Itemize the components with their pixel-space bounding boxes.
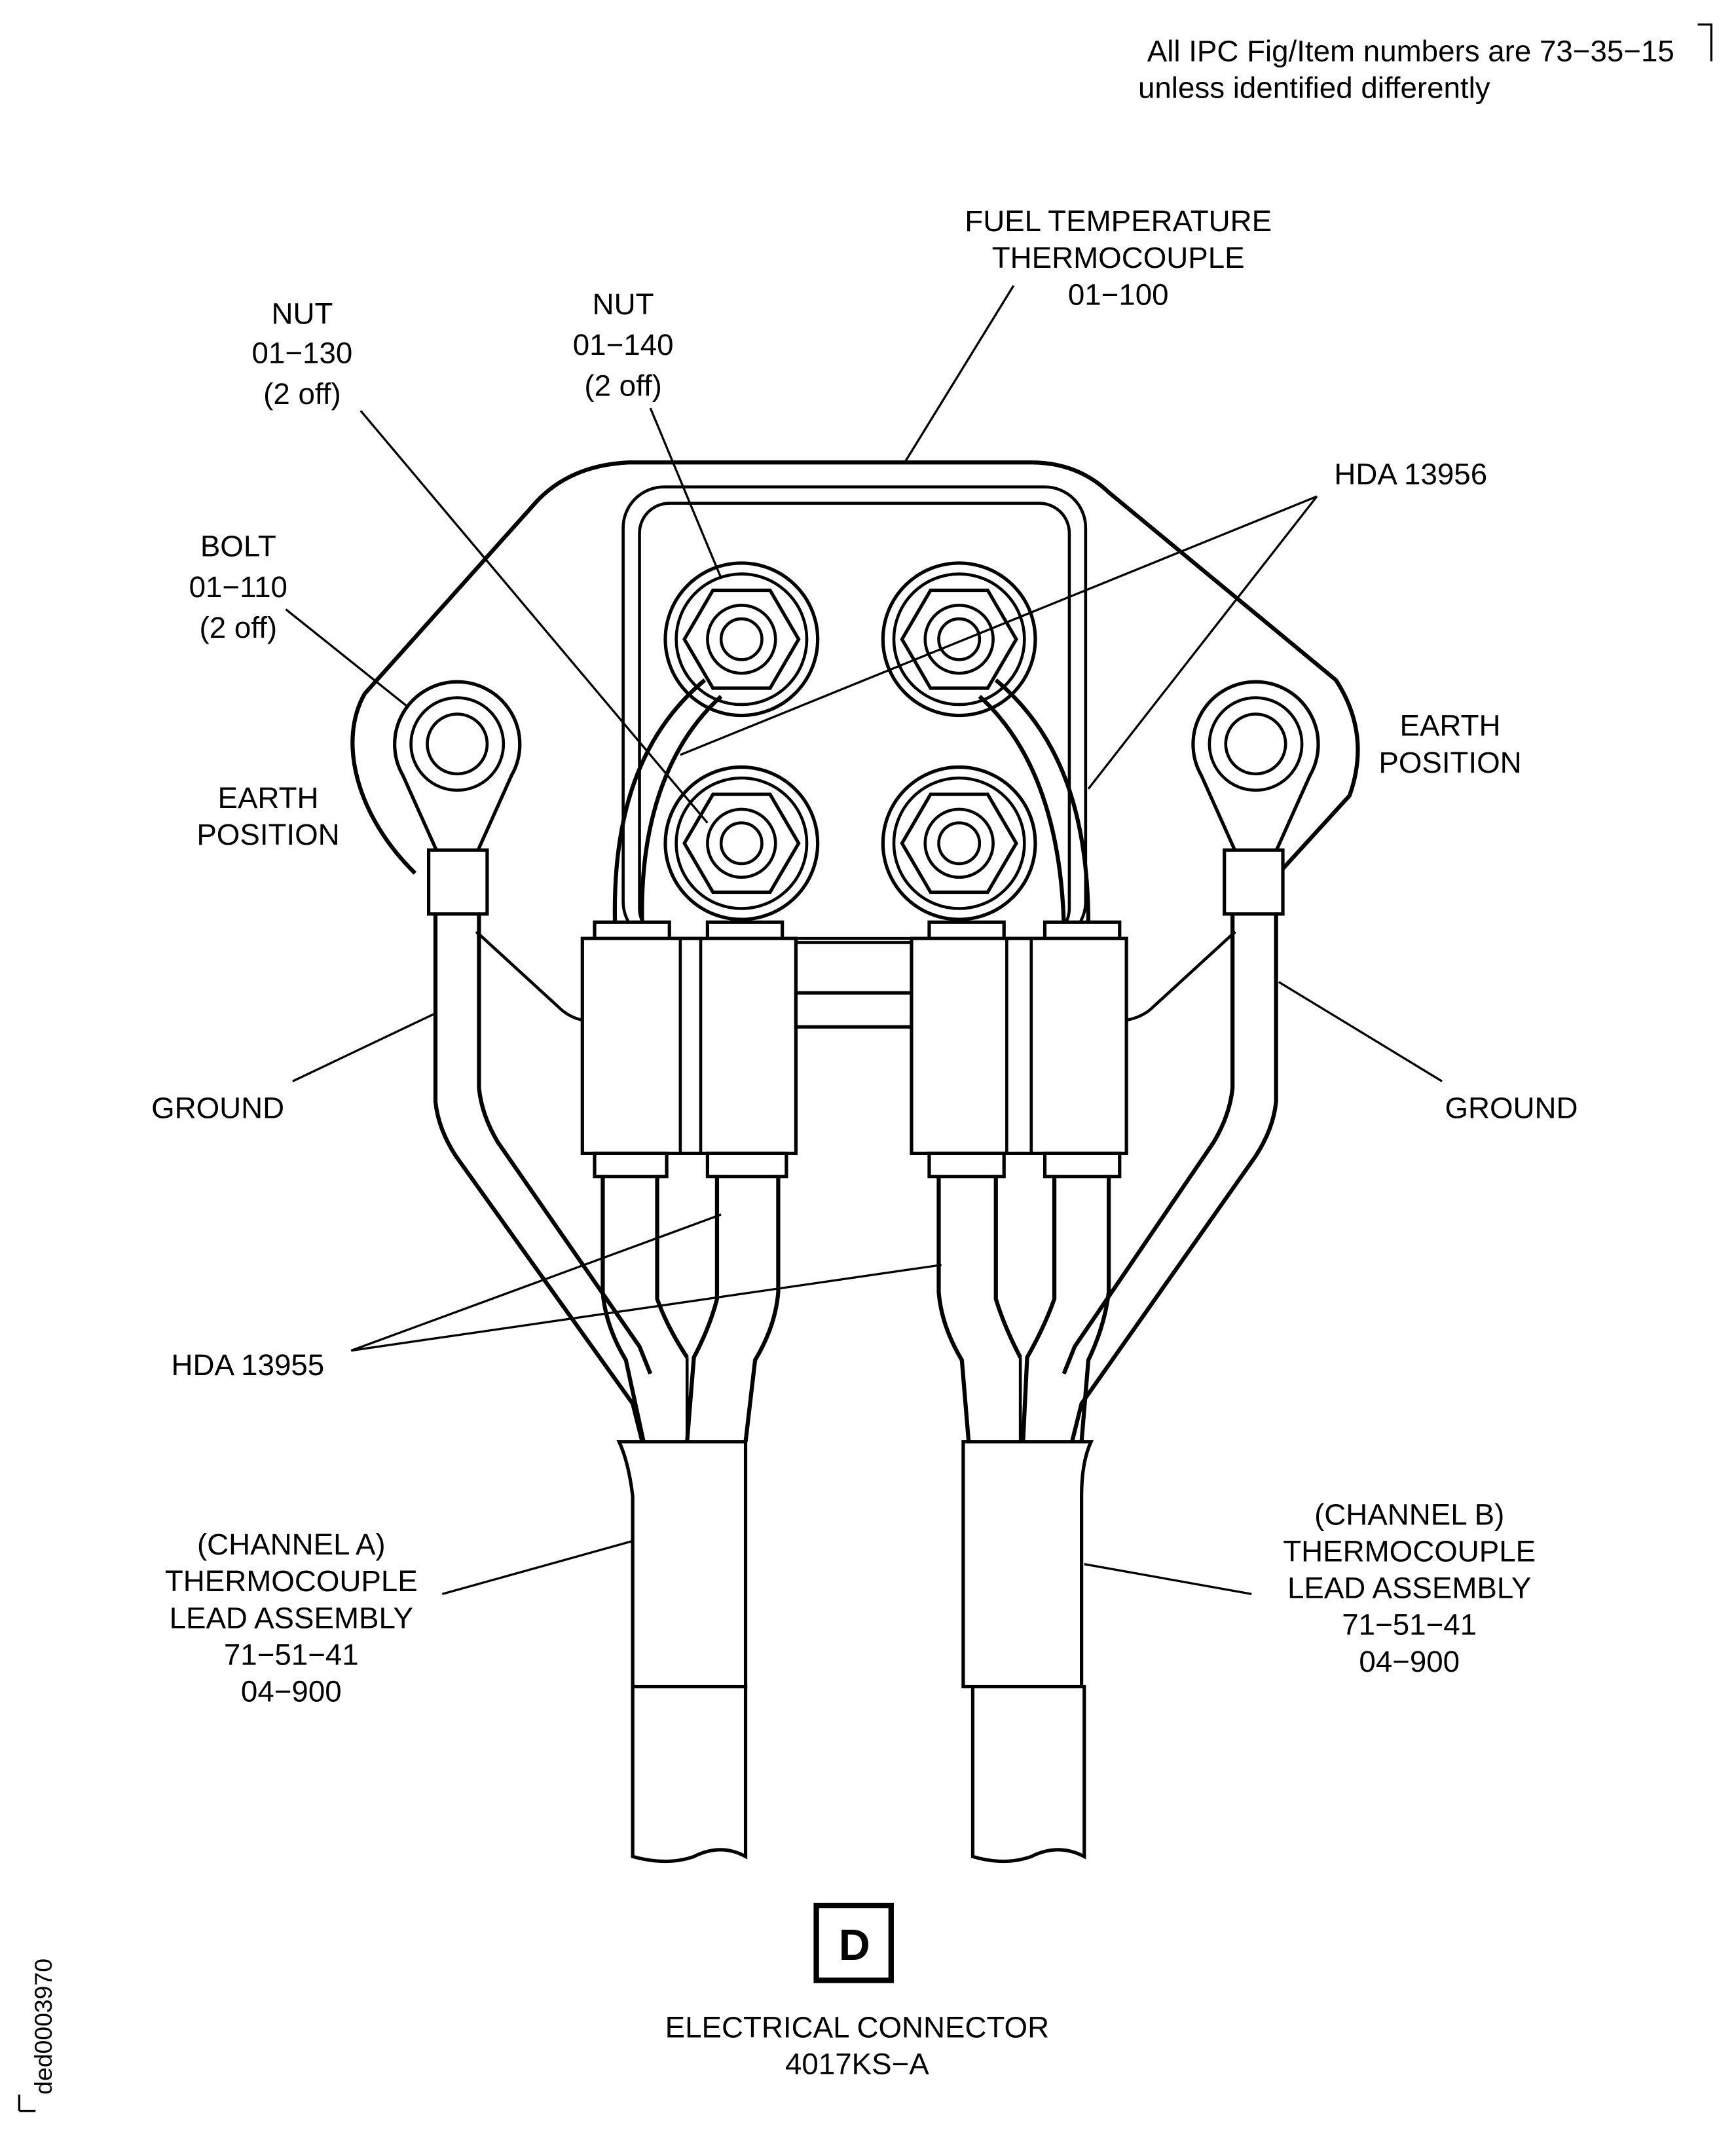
label-nut130-3: (2 off): [263, 377, 341, 411]
lead-assembly-b: [961, 1440, 1094, 1864]
label-channel-a-4: 71−51−41: [224, 1638, 359, 1671]
label-nut130-2: 01−130: [252, 337, 353, 370]
label-bolt-3: (2 off): [200, 611, 278, 644]
label-fuel-temp-2: THERMOCOUPLE: [992, 241, 1245, 274]
connector-block-right: [910, 920, 1128, 1179]
label-channel-b-4: 71−51−41: [1342, 1608, 1477, 1642]
label-channel-b-5: 04−900: [1359, 1645, 1460, 1678]
nut-bottom-right: [881, 765, 1037, 921]
thermocouple-wires-lower: [600, 1176, 1111, 1443]
label-nut140-1: NUT: [593, 287, 654, 321]
caption-line2: 4017KS−A: [785, 2048, 929, 2081]
corner-mark-top: [1697, 23, 1712, 62]
earth-eyelet-left: [393, 680, 522, 916]
view-letter-box: [813, 1902, 894, 1983]
label-hda-13956: HDA 13956: [1334, 457, 1487, 490]
connector-block-left: [580, 920, 798, 1179]
nut-top-right: [881, 561, 1037, 718]
label-nut140-3: (2 off): [584, 369, 662, 402]
label-bolt-1: BOLT: [200, 530, 276, 563]
leader-lines: [285, 285, 1443, 1596]
label-hda-13955: HDA 13955: [171, 1348, 324, 1382]
ground-wire-left: [433, 913, 653, 1443]
earth-eyelet-right: [1191, 680, 1320, 916]
header-note-line2: unless identified differently: [1138, 71, 1490, 105]
nut-bottom-left: [663, 765, 820, 921]
mounting-plate: [350, 460, 1360, 944]
label-earth-left-1: EARTH: [217, 781, 318, 815]
label-bolt-2: 01−110: [189, 570, 287, 604]
caption-line1: ELECTRICAL CONNECTOR: [665, 2011, 1049, 2044]
label-channel-b-1: (CHANNEL B): [1314, 1498, 1504, 1531]
label-channel-a-5: 04−900: [241, 1674, 342, 1708]
view-letter: D: [839, 1921, 870, 1970]
label-earth-right-2: POSITION: [1378, 746, 1521, 779]
label-ground-right: GROUND: [1445, 1091, 1578, 1124]
label-earth-right-1: EARTH: [1399, 709, 1500, 743]
label-channel-a-1: (CHANNEL A): [197, 1528, 386, 1561]
label-channel-a-2: THERMOCOUPLE: [165, 1564, 418, 1598]
nut-top-left: [663, 561, 820, 718]
label-earth-left-2: POSITION: [196, 818, 339, 851]
figure-id: ded0003970: [29, 1959, 57, 2095]
label-channel-b-2: THERMOCOUPLE: [1283, 1535, 1536, 1568]
header-note-line1: All IPC Fig/Item numbers are 73−35−15: [1147, 34, 1674, 67]
thermocouple-wires-upper: [612, 678, 1091, 925]
label-ground-left: GROUND: [151, 1091, 284, 1124]
label-nut140-2: 01−140: [573, 328, 674, 361]
label-fuel-temp-3: 01−100: [1068, 278, 1169, 311]
plate-edge-lines: [475, 930, 1236, 1022]
label-fuel-temp-1: FUEL TEMPERATURE: [965, 204, 1272, 238]
ground-wire-right: [1062, 913, 1278, 1443]
lead-assembly-a: [616, 1440, 748, 1864]
nuts: [663, 561, 1037, 921]
label-channel-a-3: LEAD ASSEMBLY: [170, 1601, 413, 1634]
label-channel-b-3: LEAD ASSEMBLY: [1287, 1572, 1531, 1605]
connector-bridge: [794, 991, 914, 1029]
corner-mark-bottom: [18, 2094, 36, 2112]
label-nut130-1: NUT: [271, 297, 333, 330]
